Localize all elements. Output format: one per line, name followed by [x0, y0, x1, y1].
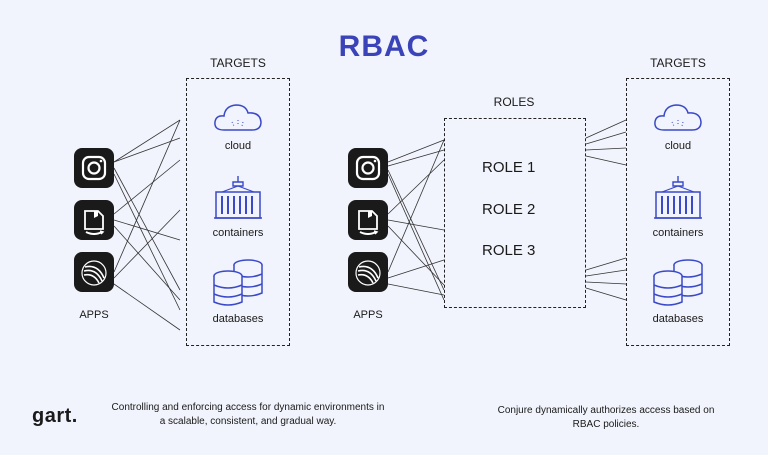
page-title: RBAC	[338, 30, 430, 63]
camera-app-icon	[74, 148, 114, 188]
container-icon	[652, 174, 704, 227]
gart-logo: gart.	[32, 405, 78, 427]
roles-box	[444, 118, 586, 308]
left-targets-box	[186, 78, 290, 346]
right-targets-box	[626, 78, 730, 346]
role-1: ROLE 1	[482, 159, 536, 176]
cloud-icon	[652, 100, 704, 139]
container-icon	[212, 174, 264, 227]
left-footer-text: Controlling and enforcing access for dyn…	[96, 401, 400, 429]
cloud-icon	[212, 100, 264, 139]
left-apps-label: APPS	[79, 309, 109, 321]
database-icon	[650, 258, 706, 313]
swirl-app-icon	[74, 252, 114, 292]
left-target-cloud-label: cloud	[224, 140, 252, 152]
right-targets-label: TARGETS	[650, 56, 706, 70]
right-apps-label: APPS	[353, 309, 383, 321]
amazon-app-icon	[74, 200, 114, 240]
camera-app-icon	[348, 148, 388, 188]
swirl-app-icon	[348, 252, 388, 292]
right-target-containers-label: containers	[652, 227, 704, 239]
role-3: ROLE 3	[482, 242, 536, 259]
right-footer-line-2: RBAC policies.	[572, 419, 640, 430]
right-footer-text: Conjure dynamically authorizes access ba…	[486, 404, 726, 432]
left-target-containers-label: containers	[212, 227, 264, 239]
right-target-databases-label: databases	[652, 313, 704, 325]
left-targets-label: TARGETS	[210, 56, 266, 70]
amazon-app-icon	[348, 200, 388, 240]
left-footer-line-2: a scalable, consistent, and gradual way.	[159, 416, 337, 427]
right-footer-line-1: Conjure dynamically authorizes access ba…	[497, 405, 715, 416]
left-target-databases-label: databases	[212, 313, 264, 325]
right-target-cloud-label: cloud	[664, 140, 692, 152]
left-footer-line-1: Controlling and enforcing access for dyn…	[111, 402, 385, 413]
roles-label: ROLES	[493, 95, 535, 109]
database-icon	[210, 258, 266, 313]
role-2: ROLE 2	[482, 201, 536, 218]
